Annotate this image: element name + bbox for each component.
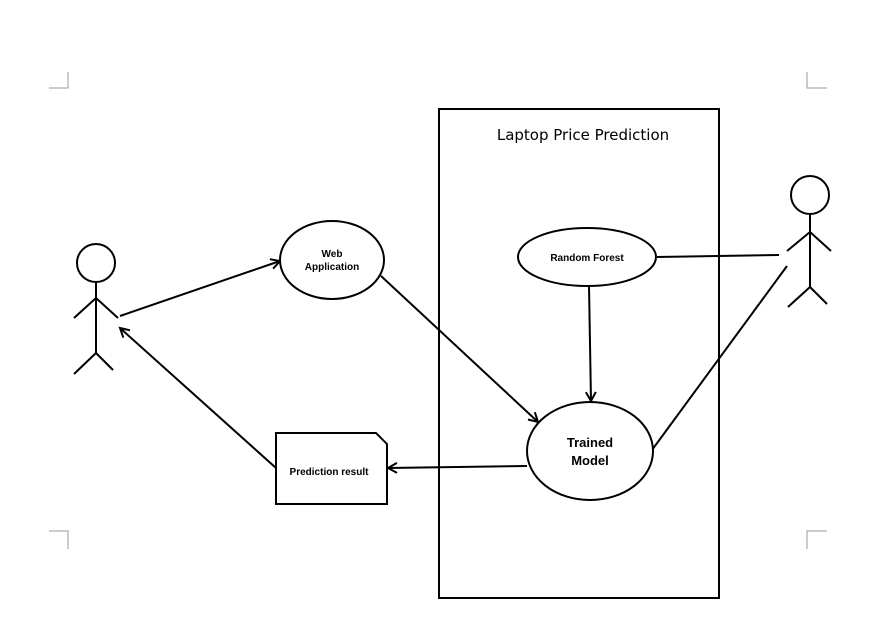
use-case-web-application: Web Application: [279, 220, 385, 300]
arrow-user-to-web-application: [119, 261, 280, 317]
use-case-random-forest: Random Forest: [517, 227, 657, 287]
page-corner-marks: [49, 72, 827, 549]
system-title: Laptop Price Prediction: [497, 126, 669, 144]
svg-text:Application: Application: [305, 262, 359, 273]
prediction-result-artifact: Prediction result: [275, 432, 388, 505]
user-actor: [73, 243, 119, 375]
svg-text:Model: Model: [571, 453, 609, 468]
arrow-trained-model-to-prediction-result: [388, 466, 528, 468]
svg-text:Trained: Trained: [567, 435, 613, 450]
use-case-trained-model: Trained Model: [526, 401, 654, 501]
arrow-random-forest-to-trained-model: [589, 285, 591, 401]
svg-text:Random Forest: Random Forest: [550, 253, 624, 264]
svg-text:Prediction result: Prediction result: [290, 467, 370, 478]
arrow-prediction-result-to-user: [120, 328, 277, 469]
svg-text:Web: Web: [322, 249, 343, 260]
arrow-web-application-to-trained-model: [380, 275, 538, 422]
developer-actor: [786, 175, 832, 308]
line-developer-to-trained-model: [651, 265, 788, 451]
system-boundary: [438, 108, 720, 599]
line-developer-to-random-forest: [656, 254, 780, 258]
